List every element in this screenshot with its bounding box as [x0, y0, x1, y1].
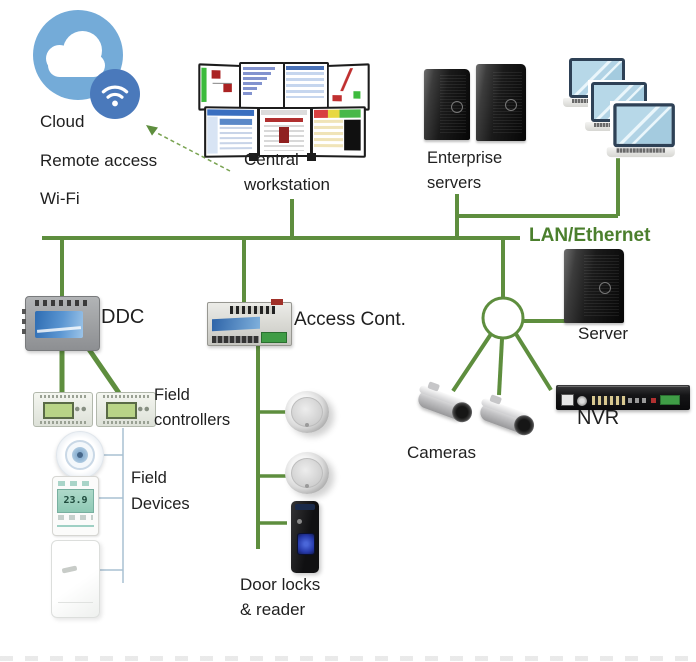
access-controller-label: Access Cont. — [294, 309, 406, 330]
smart-door-lock-icon — [285, 391, 329, 433]
lan-ethernet-label: LAN/Ethernet — [529, 225, 651, 246]
network-hub-icon — [481, 296, 525, 340]
server-label: Server — [578, 324, 629, 343]
monitor-screen — [312, 108, 364, 156]
laptop-keyboard — [606, 147, 675, 158]
fingerprint-reader-icon — [291, 501, 319, 573]
nvr-power-square — [561, 394, 574, 406]
monitor-screen — [200, 65, 240, 109]
access-controller-icon — [207, 299, 292, 346]
nvr-icon — [556, 385, 690, 410]
controller-buttons — [137, 404, 150, 414]
wifi-label: Wi-Fi — [40, 189, 80, 208]
occupancy-sensor-icon — [56, 431, 104, 479]
monitor-screen — [328, 65, 368, 109]
controller-brand-stripe — [212, 316, 261, 332]
monitor-icon — [258, 107, 312, 157]
wifi-icon — [90, 69, 140, 119]
tower-server-icon — [564, 249, 624, 323]
field-controllers-label-line1: Field — [154, 386, 190, 404]
monitor-icon — [198, 63, 241, 111]
remote-access-label: Remote access — [40, 151, 158, 170]
camera-body-group — [477, 394, 537, 439]
reader-led — [297, 519, 302, 524]
door-locks-label-line2: & reader — [240, 600, 306, 619]
cloud-base — [48, 54, 105, 77]
controller-lcd — [43, 402, 74, 419]
nvr-red-detail — [651, 398, 656, 403]
thermostat-display: 23.9 — [57, 489, 94, 513]
bullet-camera-icon — [413, 381, 475, 426]
monitor-icon — [239, 62, 285, 109]
arrowhead-icon — [146, 125, 158, 136]
ddc-label: DDC — [101, 306, 145, 328]
monitor-screen — [285, 64, 327, 107]
bottom-edge-artifact — [0, 656, 696, 661]
controller-terminals — [212, 336, 259, 343]
boiler-icon — [51, 540, 100, 618]
monitor-stand — [307, 153, 316, 161]
tower-server-icon — [476, 64, 526, 141]
sensor-dot — [77, 452, 83, 458]
ddc-controller-icon — [22, 296, 100, 351]
bullet-camera-icon — [475, 394, 537, 439]
nvr-detail-dashes — [628, 398, 648, 403]
monitor-screen — [260, 109, 310, 155]
field-controller-icon — [33, 392, 93, 427]
monitor-screen — [241, 64, 283, 107]
cloud-shape — [46, 31, 108, 77]
reader-fingerprint-panel — [297, 533, 315, 555]
field-controller-icon — [96, 392, 156, 427]
field-devices-label-line1: Field — [131, 469, 167, 487]
thermostat-icon: 23.9 — [52, 476, 99, 536]
monitor-screen — [206, 108, 258, 156]
door-locks-label-line1: Door locks — [240, 575, 321, 594]
thermostat-top-buttons — [58, 481, 93, 486]
monitor-icon — [327, 63, 370, 111]
controller-buttons — [74, 404, 87, 414]
enterprise-servers-label-line2: servers — [427, 174, 482, 192]
laptop-screen — [613, 103, 675, 148]
controller-lcd — [106, 402, 137, 419]
nvr-ports — [592, 396, 626, 405]
enterprise-servers-label-line1: Enterprise — [427, 149, 503, 167]
ddc-front-panel — [35, 311, 83, 338]
nvr-green-terminal — [660, 395, 680, 405]
tower-server-icon — [424, 69, 470, 140]
smart-door-lock-icon — [285, 452, 329, 494]
field-controllers-label-line2: controllers — [154, 411, 231, 429]
controller-green-terminal — [261, 332, 287, 343]
monitor-icon — [311, 106, 366, 158]
camera-body-group — [415, 381, 475, 426]
cloud-label: Cloud — [40, 112, 85, 131]
monitor-icon — [283, 62, 329, 109]
reader-top-panel — [295, 504, 315, 510]
laptop-icon — [606, 101, 679, 159]
nvr-knob — [577, 396, 587, 406]
central-workstation-monitors — [197, 60, 370, 162]
nvr-label: NVR — [577, 407, 620, 429]
cameras-label: Cameras — [407, 443, 476, 462]
thermostat-accent-line — [57, 525, 94, 527]
controller-terminal-slots — [230, 306, 275, 314]
monitor-stand — [249, 153, 258, 161]
central-workstation-label-line2: workstation — [244, 175, 330, 194]
central-workstation-label-line1: Central — [244, 150, 299, 169]
thermostat-bottom-buttons — [58, 515, 93, 520]
field-devices-label-line2: Devices — [131, 495, 190, 513]
